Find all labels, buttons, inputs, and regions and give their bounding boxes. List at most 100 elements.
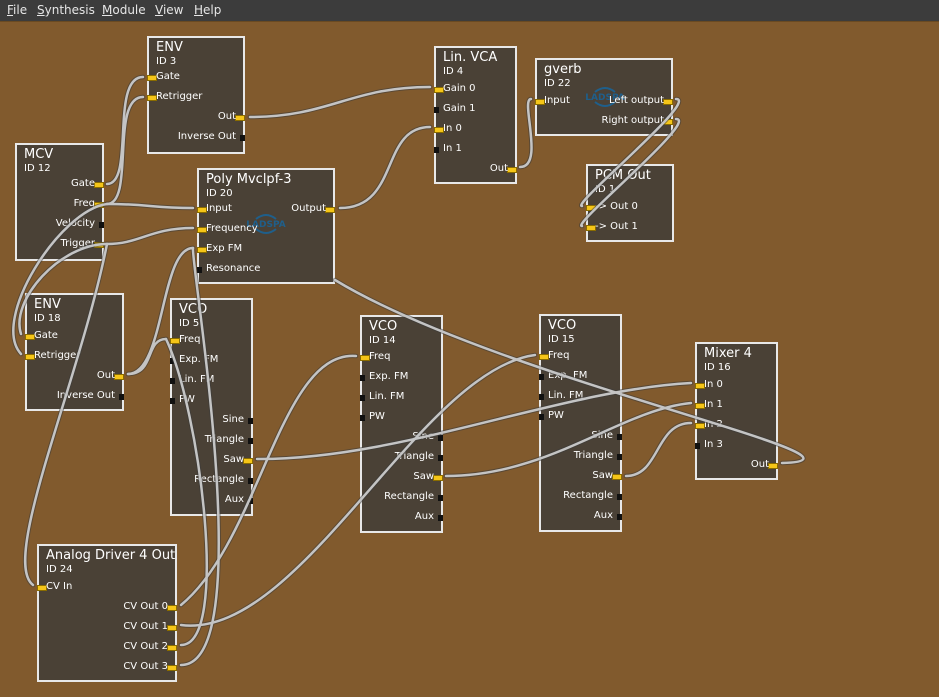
port-exp-fm-in[interactable] — [539, 374, 544, 380]
port-label: Input — [206, 203, 232, 214]
port-in-0[interactable] — [434, 127, 444, 133]
port-lin-fm-in[interactable] — [539, 394, 544, 400]
port-exp-fm-in[interactable] — [360, 375, 365, 381]
port-saw-out[interactable] — [433, 475, 443, 481]
port-label: Saw — [592, 470, 613, 481]
port-aux-out[interactable] — [248, 498, 253, 504]
port-label: Aux — [593, 510, 613, 521]
port-label: Freq — [73, 198, 95, 209]
port-input-in[interactable] — [535, 99, 545, 105]
port-label: -> Out 1 — [595, 221, 638, 232]
port-pw-in[interactable] — [170, 398, 175, 404]
port-out[interactable] — [768, 463, 778, 469]
module-gverb-22[interactable]: gverb ID 22 LADSPA Input Left output Rig… — [535, 58, 673, 136]
port-gate-out[interactable] — [94, 182, 104, 188]
module-pcm-out-1[interactable]: PCM Out ID 1 -> Out 0 -> Out 1 — [586, 164, 674, 242]
port-inverse-out[interactable] — [240, 135, 245, 141]
menu-module[interactable]: Module — [102, 3, 146, 17]
port-cv-out-3[interactable] — [167, 665, 177, 671]
port-label: Out — [96, 370, 115, 381]
port-label: Lin. FM — [369, 391, 405, 402]
port-sine-out[interactable] — [617, 434, 622, 440]
port-exp-fm-in[interactable] — [170, 358, 175, 364]
port-label: Output — [291, 203, 326, 214]
port-gate-in[interactable] — [147, 75, 157, 81]
port-cv-out-0[interactable] — [167, 605, 177, 611]
module-vco-5[interactable]: VCO ID 5 Freq Exp. FM Lin. FM PW Sine Tr… — [170, 298, 253, 516]
port-label: Saw — [413, 471, 434, 482]
module-env-18[interactable]: ENV ID 18 Gate Retrigger Out Inverse Out — [25, 293, 124, 411]
port-label: Exp. FM — [548, 370, 588, 381]
module-id: ID 4 — [443, 66, 464, 77]
port-label: Out — [217, 111, 236, 122]
port-triangle-out[interactable] — [248, 438, 253, 444]
module-mcv-12[interactable]: MCV ID 12 Gate Freq Velocity Trigger — [15, 143, 104, 261]
port-rectangle-out[interactable] — [248, 478, 253, 484]
ladspa-logo-icon: LADSPA — [246, 214, 286, 234]
port-triangle-out[interactable] — [617, 454, 622, 460]
port-resonance-in[interactable] — [197, 267, 202, 273]
port-rectangle-out[interactable] — [617, 494, 622, 500]
port-input-in[interactable] — [197, 207, 207, 213]
port-label: CV Out 3 — [123, 661, 168, 672]
port-label: Rectangle — [194, 474, 244, 485]
port-left-output[interactable] — [663, 99, 673, 105]
module-title: Analog Driver 4 Out — [46, 548, 176, 563]
port-sine-out[interactable] — [438, 435, 443, 441]
port-gain-0-in[interactable] — [434, 87, 444, 93]
port-out[interactable] — [235, 115, 245, 121]
port-velocity-out[interactable] — [99, 222, 104, 228]
port-output-out[interactable] — [325, 207, 335, 213]
port-cv-out-2[interactable] — [167, 645, 177, 651]
module-id: ID 14 — [369, 335, 396, 346]
menu-view[interactable]: View — [155, 3, 184, 17]
port-label: CV In — [46, 581, 73, 592]
port-in-1[interactable] — [434, 147, 439, 153]
port-rectangle-out[interactable] — [438, 495, 443, 501]
port-triangle-out[interactable] — [438, 455, 443, 461]
port-pw-in[interactable] — [539, 414, 544, 420]
port-aux-out[interactable] — [438, 515, 443, 521]
ladspa-logo-text: LADSPA — [246, 220, 285, 230]
module-id: ID 22 — [544, 78, 571, 89]
module-title: VCO — [179, 302, 208, 317]
port-out[interactable] — [507, 167, 517, 173]
port-frequency-in[interactable] — [197, 227, 207, 233]
port-pw-in[interactable] — [360, 415, 365, 421]
module-vco-14[interactable]: VCO ID 14 Freq Exp. FM Lin. FM PW Sine T… — [360, 315, 443, 533]
port-label: Inverse Out — [56, 390, 115, 401]
module-lin-vca-4[interactable]: Lin. VCA ID 4 Gain 0 Gain 1 In 0 In 1 Ou… — [434, 46, 517, 184]
module-vco-15[interactable]: VCO ID 15 Freq Exp. FM Lin. FM PW Sine T… — [539, 314, 622, 532]
port-trigger-out[interactable] — [94, 242, 104, 248]
port-label: Velocity — [55, 218, 95, 229]
port-label: Triangle — [573, 450, 613, 461]
port-label: Lin. FM — [548, 390, 584, 401]
port-label: Left output — [609, 95, 664, 106]
port-cv-out-1[interactable] — [167, 625, 177, 631]
port-inverse-out[interactable] — [119, 394, 124, 400]
port-label: Freq — [179, 334, 201, 345]
port-label: Freq — [548, 350, 570, 361]
port-right-output[interactable] — [663, 119, 673, 125]
port-sine-out[interactable] — [248, 418, 253, 424]
module-mixer-16[interactable]: Mixer 4 ID 16 In 0 In 1 In 2 In 3 Out — [695, 342, 778, 480]
port-gain-1-in[interactable] — [434, 107, 439, 113]
port-out[interactable] — [114, 374, 124, 380]
port-lin-fm-in[interactable] — [170, 378, 175, 384]
port-retrigger-in[interactable] — [147, 95, 157, 101]
port-lin-fm-in[interactable] — [360, 395, 365, 401]
menu-synthesis[interactable]: Synthesis — [37, 3, 95, 17]
module-poly-mvclpf-20[interactable]: Poly Mvclpf-3 ID 20 LADSPA Input Frequen… — [197, 168, 335, 284]
port-freq-out[interactable] — [94, 202, 104, 208]
port-aux-out[interactable] — [617, 514, 622, 520]
module-id: ID 24 — [46, 564, 73, 575]
module-env-3[interactable]: ENV ID 3 Gate Retrigger Out Inverse Out — [147, 36, 245, 154]
port-in-3[interactable] — [695, 443, 700, 449]
module-analog-driver-24[interactable]: Analog Driver 4 Out ID 24 CV In CV Out 0… — [37, 544, 177, 682]
menu-help[interactable]: Help — [194, 3, 222, 17]
port-saw-out[interactable] — [243, 458, 253, 464]
port-label: CV Out 2 — [123, 641, 168, 652]
port-saw-out[interactable] — [612, 474, 622, 480]
port-label: Exp. FM — [369, 371, 409, 382]
menu-file[interactable]: File — [7, 3, 28, 17]
